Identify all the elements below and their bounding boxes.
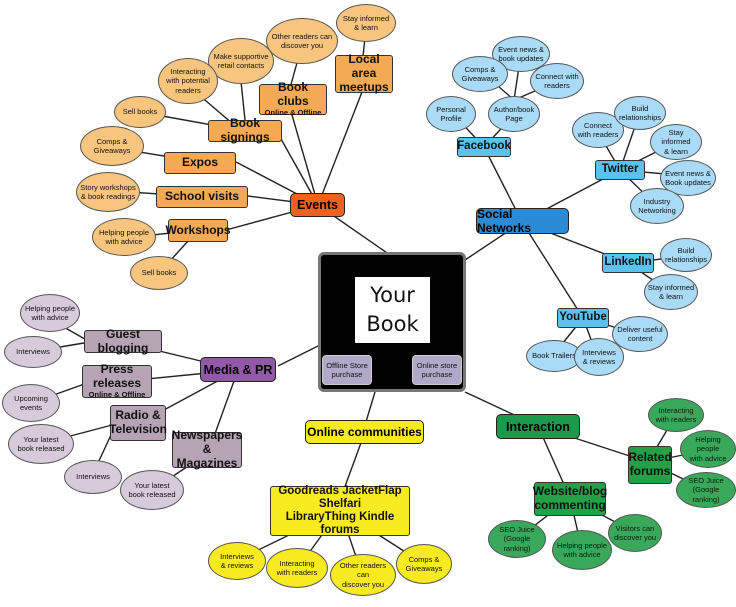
social-tw-industry: Industry Networking (630, 188, 684, 224)
interaction-wb-visitors: Visitors can discover you (608, 514, 662, 552)
online-comps: Comps & Giveaways (396, 544, 452, 584)
media-guest-blogging: Guest blogging (84, 327, 162, 354)
book-clubs-sublabel: Online & Offline (264, 107, 322, 117)
events-story-workshops: Story workshops & book readings (76, 172, 140, 212)
media-interviews-2: Interviews (64, 460, 122, 494)
social-facebook: Facebook (457, 137, 511, 157)
interaction-wb-seo: SEO Juice (Google ranking) (488, 520, 546, 558)
social-tw-build: Build relationships (614, 96, 666, 130)
hub-online-communities: Online communities (305, 420, 424, 444)
press-releases-label: Press releases (92, 362, 142, 391)
events-sell-books-1: Sell books (114, 96, 166, 128)
hub-social-networks: Social Networks (476, 207, 569, 235)
online-other-readers: Other readers can discover you (330, 554, 396, 596)
communities-line-3: LibraryThing Kindle forums (285, 511, 395, 537)
events-supportive-retail: Make supportive retail contacts (208, 38, 274, 84)
social-author-page: Author/book Page (488, 96, 540, 132)
press-releases-sublabel: Online & Offline (88, 389, 146, 399)
media-latest-book-1: Your latest book released (8, 424, 74, 464)
events-stay-informed: Stay informed & learn (336, 4, 396, 42)
social-yt-interviews: Interviews & reviews (574, 338, 624, 376)
social-tw-stay: Stay informed & learn (650, 124, 702, 160)
interaction-wb-helping: Helping people with advice (552, 530, 612, 570)
media-newspapers-magazines: Newspapers & Magazines (171, 428, 243, 470)
events-local-area-meetups: Local area meetups (335, 52, 393, 94)
media-latest-book-2: Your latest book released (120, 470, 184, 510)
social-connect-readers: Connect with readers (530, 63, 584, 99)
offline-store-purchase: Offline Store purchase (322, 355, 372, 385)
social-personal-profile: Personal Profile (426, 96, 476, 132)
online-interacting: Interacting with readers (266, 548, 328, 588)
events-sell-books-2: Sell books (130, 256, 188, 290)
events-book-signings: Book signings (208, 116, 282, 144)
social-li-build: Build relationships (660, 238, 712, 272)
interaction-related-forums: Related forums (628, 446, 672, 484)
media-upcoming-events: Upcoming events (2, 384, 60, 422)
book-title: Your Book (355, 277, 430, 343)
social-yt-trailers: Book Trailers (526, 340, 582, 372)
social-youtube: YouTube (557, 308, 609, 328)
hub-interaction: Interaction (496, 414, 580, 439)
online-interviews: Interviews & reviews (208, 542, 266, 580)
social-linkedin: LinkedIn (602, 253, 654, 273)
interaction-rf-seo: SEO Juice (Google ranking) (676, 472, 736, 508)
social-fb-comps: Comps & Giveaways (452, 56, 508, 92)
social-yt-deliver: Deliver useful content (612, 316, 668, 352)
events-expos: Expos (164, 152, 236, 174)
interaction-website-blog: Website/blog commenting (533, 482, 607, 516)
media-helping-people: Helping people with advice (20, 294, 80, 332)
events-book-clubs: Book clubs Online & Offline (259, 80, 327, 117)
social-twitter: Twitter (595, 160, 645, 180)
events-helping-people: Helping people with advice (92, 218, 156, 256)
interaction-rf-interacting: Interacting with readers (648, 398, 704, 432)
social-li-stay: Stay informed & learn (644, 274, 698, 310)
online-store-purchase: Online store purchase (412, 355, 462, 385)
events-interacting-potential: Interacting with potential readers (158, 58, 218, 104)
book-clubs-label: Book clubs (277, 80, 309, 109)
hub-media-pr: Media & PR (200, 357, 276, 382)
media-interviews-1: Interviews (4, 336, 62, 368)
events-comps-giveaways: Comps & Giveaways (80, 126, 144, 166)
events-school-visits: School visits (156, 186, 248, 208)
communities-line-2: Shelfari (318, 497, 362, 510)
media-press-releases: Press releases Online & Offline (82, 362, 152, 399)
hub-events: Events (290, 193, 345, 217)
events-workshops: Workshops (165, 219, 231, 242)
interaction-rf-helping: Helping people with advice (680, 430, 736, 468)
events-other-readers: Other readers can discover you (266, 18, 338, 64)
media-radio-television: Radio & Television (109, 405, 167, 441)
communities-line-1: Goodreads JacketFlap (278, 484, 402, 497)
online-communities-list: Goodreads JacketFlap Shelfari LibraryThi… (270, 484, 410, 537)
